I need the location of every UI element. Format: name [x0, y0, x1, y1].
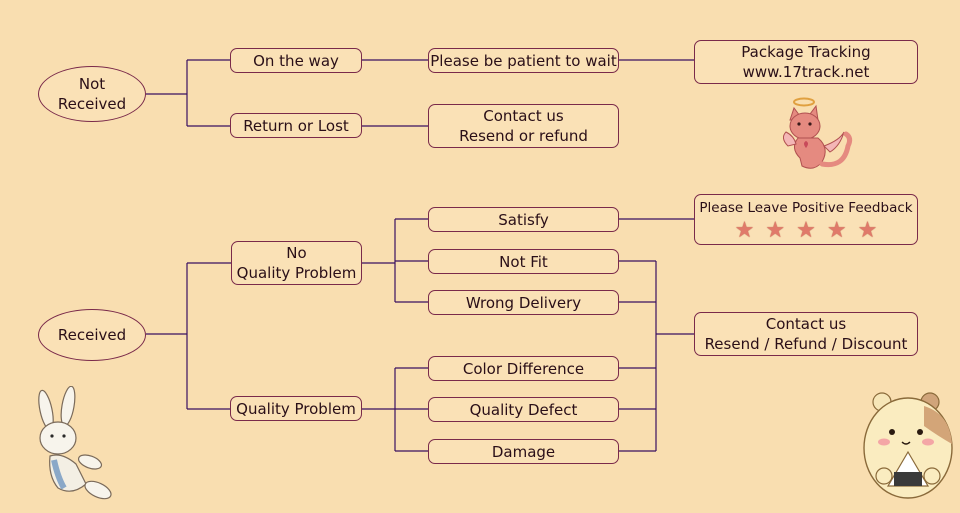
no-label: No	[286, 244, 307, 262]
not-fit-node: Not Fit	[428, 249, 619, 274]
not-received-node: Not Received	[38, 66, 146, 122]
hamster-icon	[863, 392, 953, 499]
star-icon: ★	[796, 217, 816, 243]
star-icon: ★	[765, 217, 786, 243]
damage-label: Damage	[491, 442, 556, 461]
feedback-label: Please Leave Positive Feedback	[699, 199, 913, 216]
resend-refund-label: Resend or refund	[459, 127, 588, 145]
tracking-url: www.17track.net	[742, 63, 870, 81]
satisfy-label: Satisfy	[498, 210, 549, 229]
please-wait-node: Please be patient to wait	[428, 48, 619, 73]
quality-defect-label: Quality Defect	[469, 400, 578, 419]
contact-resend-node: Contact us Resend or refund	[428, 104, 619, 148]
not-fit-label: Not Fit	[499, 252, 548, 271]
received-label: Received	[57, 326, 127, 344]
not-received-line1: Not	[78, 75, 106, 93]
contact-discount-node: Contact us Resend / Refund / Discount	[694, 312, 918, 356]
quality-problem-label: Quality Problem	[236, 264, 357, 282]
package-tracking-node: Package Tracking www.17track.net	[694, 40, 918, 84]
quality-defect-node: Quality Defect	[428, 397, 619, 422]
return-or-lost-node: Return or Lost	[230, 113, 362, 138]
star-icon: ★	[857, 217, 878, 243]
damage-node: Damage	[428, 439, 619, 464]
resend-refund-discount-label: Resend / Refund / Discount	[704, 335, 908, 353]
received-node: Received	[38, 309, 146, 361]
wrong-delivery-label: Wrong Delivery	[465, 293, 582, 312]
no-quality-problem-node: No Quality Problem	[231, 241, 362, 285]
star-icon: ★	[734, 217, 755, 243]
on-the-way-label: On the way	[253, 51, 339, 70]
angel-cat-icon	[782, 97, 853, 169]
rating-stars: ★ ★ ★ ★ ★	[734, 217, 878, 243]
quality-problem-label: Quality Problem	[236, 399, 356, 418]
contact-us-label: Contact us	[483, 107, 564, 125]
not-received-line2: Received	[57, 95, 127, 113]
return-or-lost-label: Return or Lost	[243, 116, 349, 135]
satisfy-node: Satisfy	[428, 207, 619, 232]
package-tracking-label: Package Tracking	[741, 43, 871, 61]
color-difference-label: Color Difference	[462, 359, 585, 378]
on-the-way-node: On the way	[230, 48, 362, 73]
feedback-node: Please Leave Positive Feedback ★ ★ ★ ★ ★	[694, 194, 918, 245]
quality-problem-node: Quality Problem	[230, 396, 362, 421]
contact-us-label: Contact us	[765, 315, 847, 333]
wrong-delivery-node: Wrong Delivery	[428, 290, 619, 315]
please-wait-label: Please be patient to wait	[430, 51, 617, 70]
bunny-plush-icon	[38, 386, 112, 500]
color-difference-node: Color Difference	[428, 356, 619, 381]
star-icon: ★	[826, 217, 847, 243]
